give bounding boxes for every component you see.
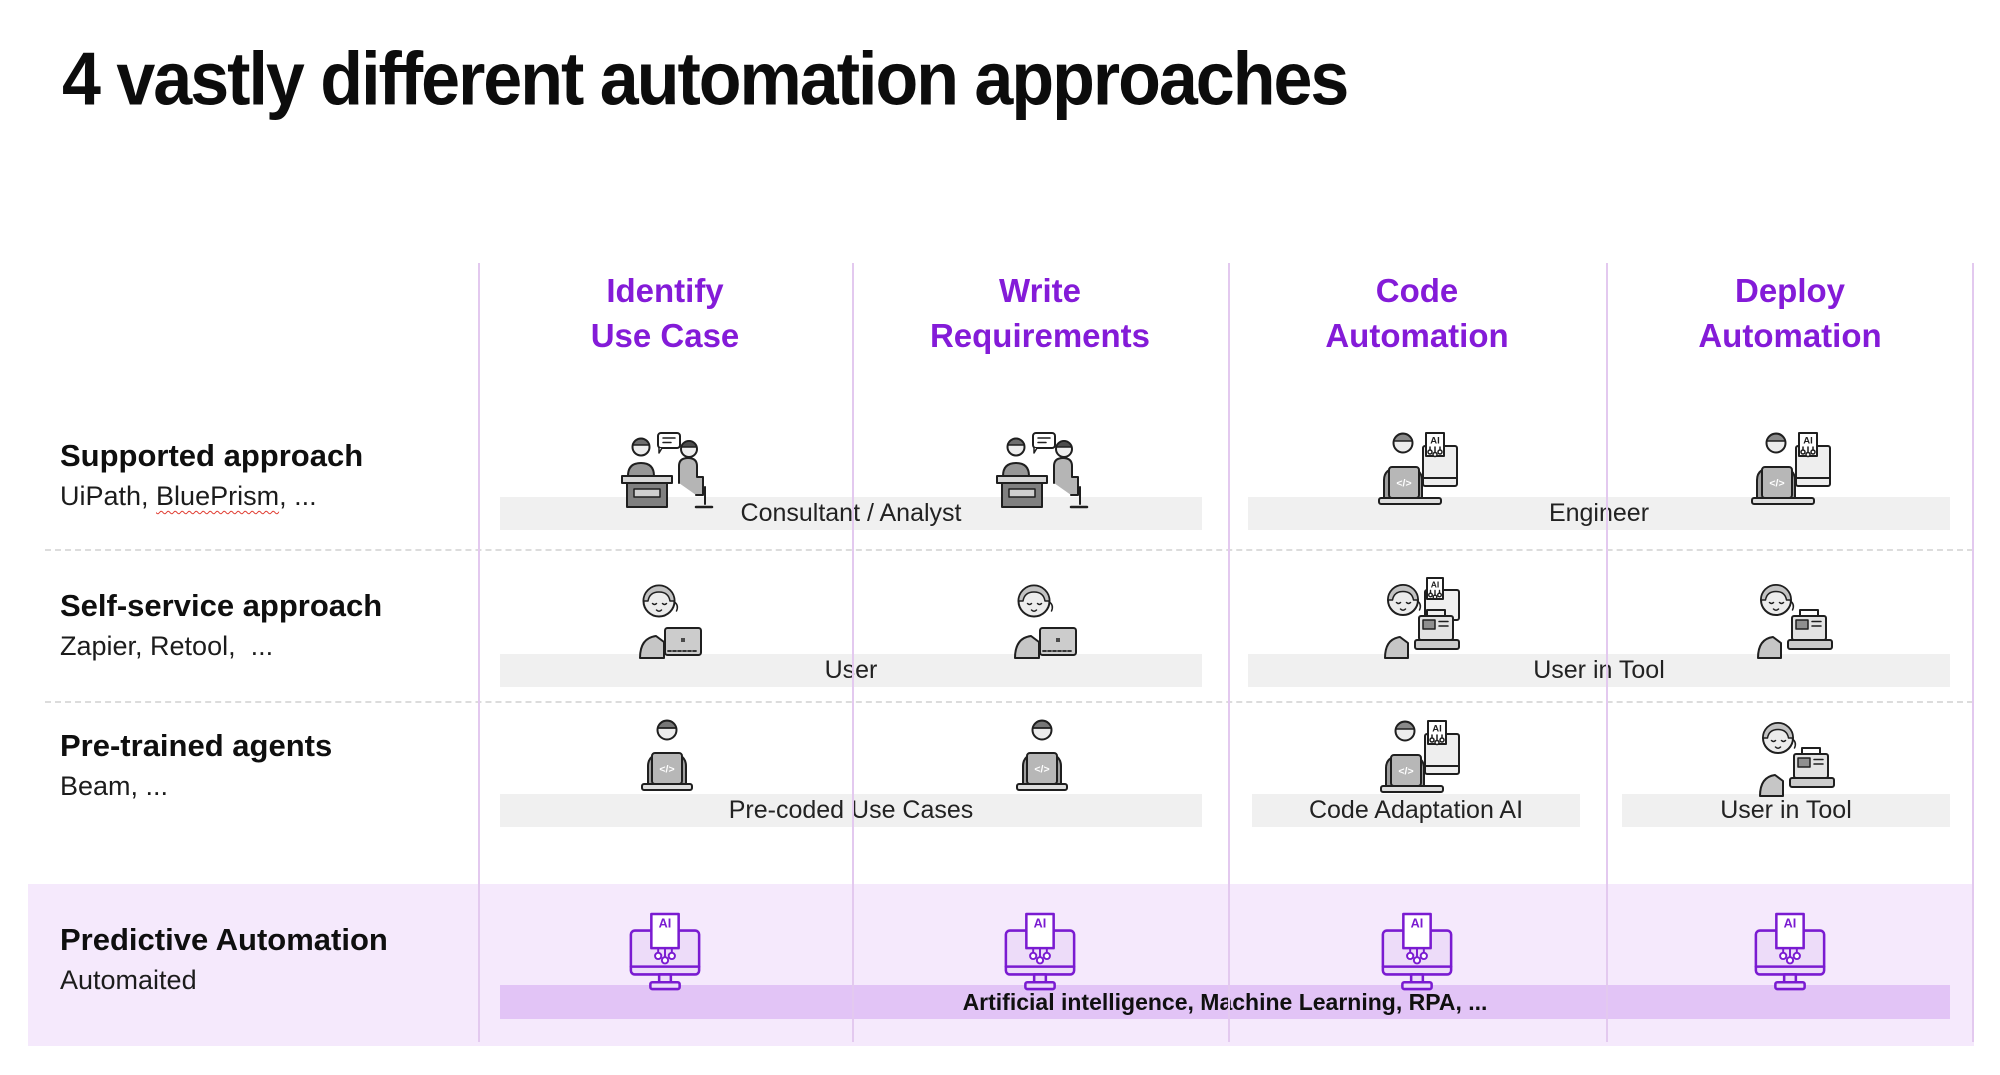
column-header-line: Requirements bbox=[929, 317, 1151, 354]
row-vendors: UiPath, BluePrism, ... bbox=[60, 481, 363, 512]
vendors-text-misspelled: BluePrism bbox=[156, 481, 280, 511]
role-bar-user-in-tool-deploy: User in Tool bbox=[1622, 794, 1950, 827]
row-divider bbox=[45, 549, 1973, 551]
engineer-ai-icon bbox=[1751, 432, 1831, 505]
user-laptop-icon bbox=[639, 584, 702, 659]
role-bar-consultant-analyst: Consultant / Analyst bbox=[500, 497, 1202, 530]
coder-icon bbox=[1016, 719, 1068, 791]
coder-ai-icon bbox=[1380, 720, 1460, 793]
row-vendors: Zapier, Retool, ... bbox=[60, 631, 274, 661]
column-header-line: Identify bbox=[606, 272, 724, 309]
role-bar-engineer: Engineer bbox=[1248, 497, 1950, 530]
role-bar-user: User bbox=[500, 654, 1202, 687]
row-label-predictive-automation: Predictive Automation Automaited bbox=[60, 922, 388, 996]
vendors-text: , ... bbox=[279, 481, 317, 511]
column-header-line: Automation bbox=[1325, 317, 1509, 354]
role-bar-user-in-tool: User in Tool bbox=[1248, 654, 1950, 687]
row-title: Predictive Automation bbox=[60, 922, 388, 957]
role-bar-pre-coded-use-cases: Pre-coded Use Cases bbox=[500, 794, 1202, 827]
role-bar-code-adaptation-ai: Code Adaptation AI bbox=[1252, 794, 1580, 827]
column-header-line: Use Case bbox=[590, 317, 740, 354]
ai-monitor-icon bbox=[1754, 912, 1826, 991]
column-divider bbox=[1972, 263, 1974, 1042]
column-header-line: Code bbox=[1375, 272, 1459, 309]
user-tool-icon bbox=[1757, 584, 1833, 659]
coder-icon bbox=[641, 719, 693, 791]
row-vendors: Beam, ... bbox=[60, 771, 169, 801]
user-tool-ai-icon bbox=[1367, 576, 1467, 660]
column-header-deploy-automation: Deploy Automation bbox=[1610, 268, 1970, 358]
column-divider bbox=[1228, 263, 1230, 1042]
row-title: Self-service approach bbox=[60, 588, 383, 623]
row-divider bbox=[45, 701, 1973, 703]
predictive-automation-band bbox=[28, 884, 1974, 1046]
ai-monitor-icon bbox=[1004, 912, 1076, 991]
column-divider bbox=[1606, 263, 1608, 1042]
engineer-ai-icon bbox=[1378, 432, 1458, 505]
column-divider bbox=[478, 263, 480, 1042]
user-laptop-icon bbox=[1014, 584, 1077, 659]
column-divider bbox=[852, 263, 854, 1042]
column-header-line: Automation bbox=[1698, 317, 1882, 354]
row-label-supported-approach: Supported approach UiPath, BluePrism, ..… bbox=[60, 438, 363, 512]
column-header-line: Deploy bbox=[1734, 272, 1846, 309]
consultation-icon bbox=[995, 431, 1089, 509]
row-vendors: Automaited bbox=[60, 965, 197, 995]
vendors-text: UiPath, bbox=[60, 481, 157, 511]
row-title: Supported approach bbox=[60, 438, 364, 473]
column-header-code-automation: Code Automation bbox=[1237, 268, 1597, 358]
row-label-self-service-approach: Self-service approach Zapier, Retool, ..… bbox=[60, 588, 382, 662]
row-title: Pre-trained agents bbox=[60, 728, 333, 763]
row-label-pre-trained-agents: Pre-trained agents Beam, ... bbox=[60, 728, 332, 802]
ai-monitor-icon bbox=[629, 912, 701, 991]
ai-monitor-icon bbox=[1381, 912, 1453, 991]
column-header-write-requirements: Write Requirements bbox=[860, 268, 1220, 358]
column-header-line: Write bbox=[999, 272, 1081, 309]
user-tool-icon bbox=[1759, 722, 1835, 797]
column-header-identify-use-case: Identify Use Case bbox=[485, 268, 845, 358]
page-title: 4 vastly different automation approaches bbox=[62, 37, 1349, 121]
ai-ml-rpa-bar: Artificial intelligence, Machine Learnin… bbox=[500, 985, 1950, 1019]
consultation-icon bbox=[620, 431, 714, 509]
